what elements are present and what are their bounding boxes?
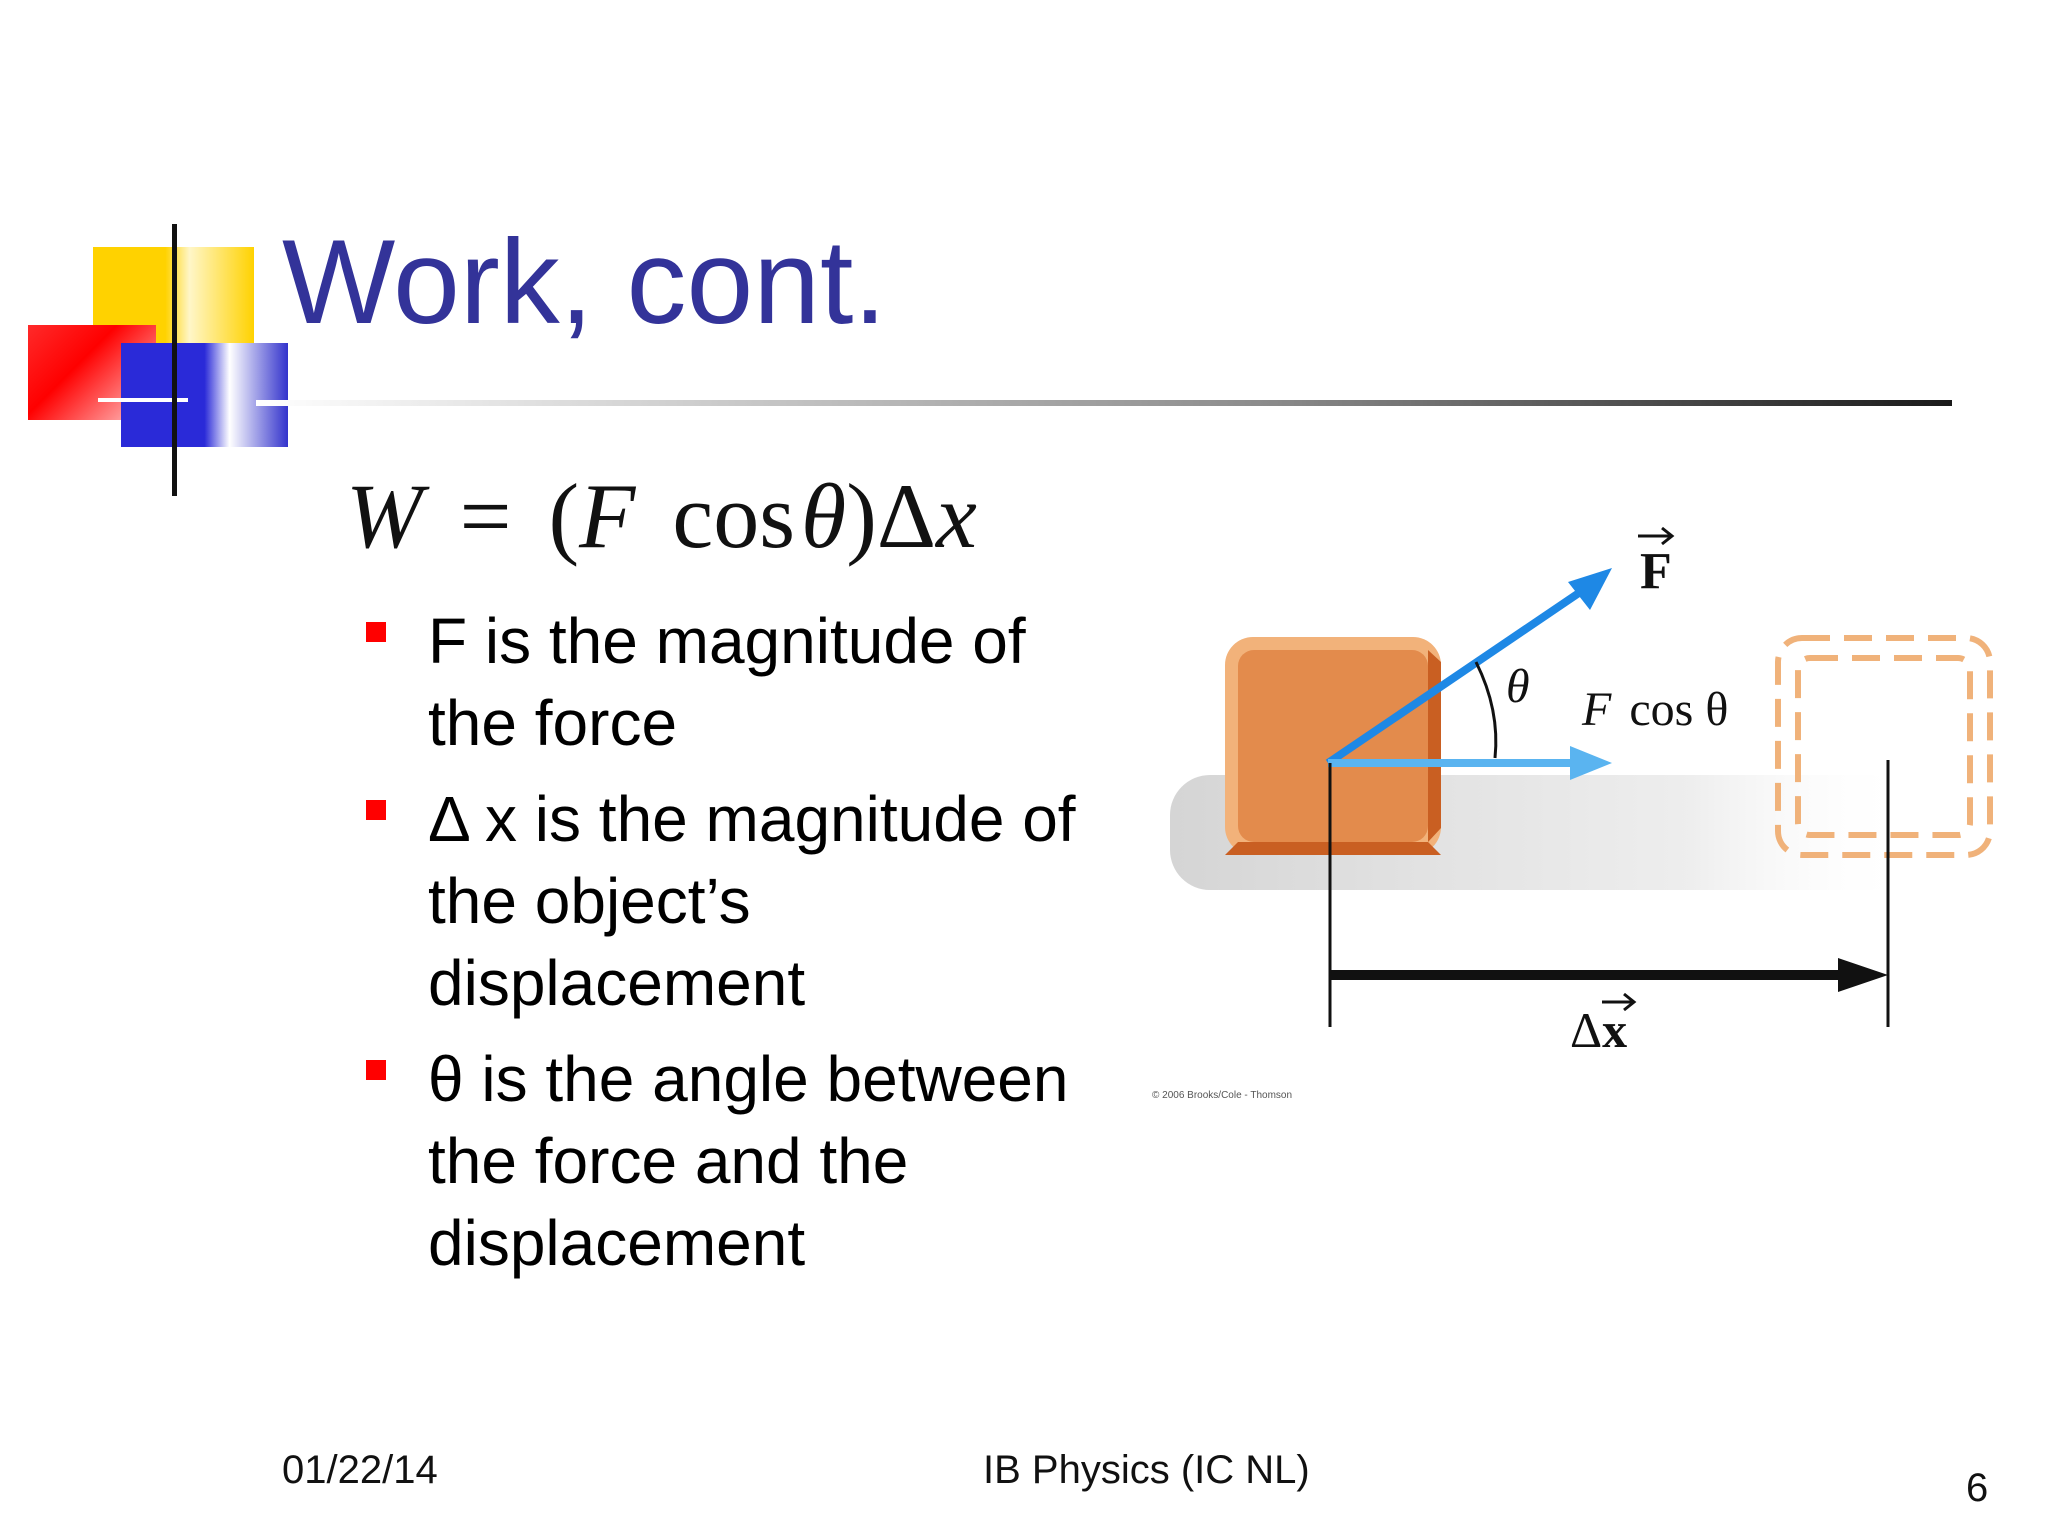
bullet-square-icon — [366, 1060, 386, 1080]
bullet-item: F is the magnitude of the force — [360, 600, 1120, 764]
footer-date: 01/22/14 — [282, 1448, 438, 1492]
component-label-f: F — [1581, 683, 1612, 736]
formula-theta: θ — [801, 465, 847, 567]
displacement-delta: Δ — [1570, 1002, 1602, 1058]
work-formula: W = (F cosθ)Δx — [346, 470, 977, 562]
formula-x: x — [936, 465, 977, 567]
title-underline — [256, 400, 1952, 406]
dashed-box — [1775, 635, 1993, 858]
footer-course: IB Physics (IC NL) — [983, 1448, 1310, 1492]
component-label: F cos θ — [1581, 683, 1728, 736]
bullet-list: F is the magnitude of the force Δ x is t… — [360, 600, 1120, 1298]
component-arrowhead — [1570, 746, 1612, 780]
decor-blue-square — [121, 343, 288, 447]
copyright-note: © 2006 Brooks/Cole - Thomson — [1152, 1090, 1293, 1101]
slide-title: Work, cont. — [282, 215, 887, 349]
component-label-rest: cos θ — [1629, 683, 1728, 736]
formula-delta: Δ — [876, 465, 937, 567]
displacement-label: Δx — [1570, 1002, 1627, 1058]
formula-f: F — [579, 465, 636, 567]
bullet-square-icon — [366, 800, 386, 820]
decor-white-bar — [98, 398, 188, 402]
page-number: 6 — [1966, 1466, 1989, 1510]
formula-cos: cos — [672, 465, 796, 567]
formula-close-paren: ) — [846, 465, 877, 567]
displacement-vector-arrow-icon — [1602, 992, 1637, 1012]
work-diagram: F θ F cos θ Δx — [1170, 526, 1993, 1058]
force-arrowhead — [1568, 568, 1612, 610]
formula-equals: = — [459, 465, 512, 567]
angle-arc — [1474, 661, 1498, 759]
formula-open-paren: ( — [548, 465, 580, 567]
bullet-text: F is the magnitude of the force — [428, 605, 1026, 759]
bullet-square-icon — [366, 622, 386, 642]
displacement-x: x — [1602, 1002, 1627, 1058]
bullet-text: θ is the angle between the force and the… — [428, 1043, 1069, 1279]
bullet-item: Δ x is the magnitude of the object’s dis… — [360, 778, 1120, 1024]
force-vector-arrow-icon — [1638, 526, 1675, 546]
bullet-text: Δ x is the magnitude of the object’s dis… — [428, 783, 1076, 1019]
formula-w: W — [346, 465, 423, 567]
angle-label: θ — [1506, 660, 1530, 713]
box — [1225, 637, 1441, 855]
displacement-arrowhead — [1838, 958, 1888, 992]
force-arrow — [1325, 576, 1601, 767]
bullet-item: θ is the angle between the force and the… — [360, 1038, 1120, 1284]
decor-vertical-line — [172, 224, 177, 496]
force-label: F — [1640, 543, 1672, 600]
